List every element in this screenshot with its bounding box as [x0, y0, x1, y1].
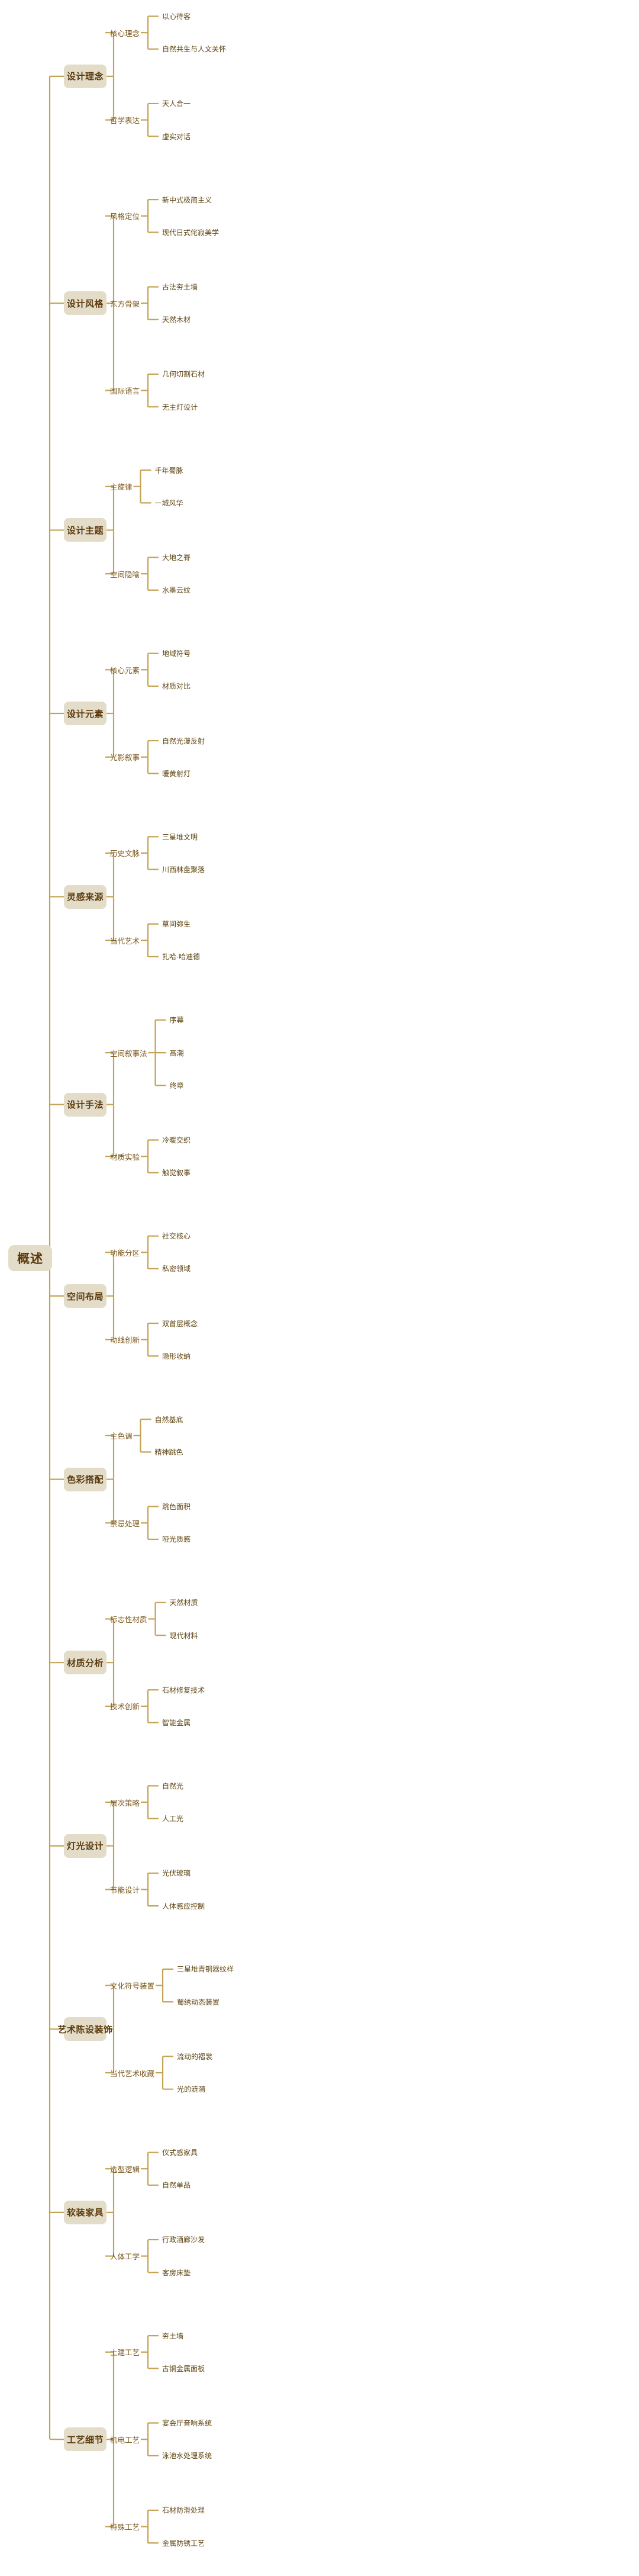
leaf-node[interactable]: 三星堆文明 — [162, 832, 198, 841]
leaf-node[interactable]: 仪式感家具 — [162, 2149, 198, 2157]
leaf-node[interactable]: 天然材质 — [169, 1599, 198, 1607]
leaf-node[interactable]: 一城风华 — [154, 499, 183, 507]
leaf-node[interactable]: 石材修复技术 — [162, 1686, 205, 1694]
branch-node-9[interactable]: 材质分析 — [64, 1651, 106, 1675]
leaf-node[interactable]: 金属防锈工艺 — [162, 2539, 205, 2548]
leaf-node[interactable]: 客房床垫 — [162, 2268, 191, 2277]
leaf-node[interactable]: 冷暖交织 — [162, 1136, 191, 1144]
subbranch-node[interactable]: 当代艺术 — [110, 937, 140, 946]
leaf-node[interactable]: 序幕 — [169, 1016, 184, 1025]
leaf-node[interactable]: 新中式极简主义 — [162, 195, 212, 204]
leaf-node[interactable]: 虚实对话 — [162, 132, 191, 141]
subbranch-node[interactable]: 土建工艺 — [110, 2349, 140, 2358]
leaf-node[interactable]: 川西林盘聚落 — [162, 866, 205, 874]
subbranch-node[interactable]: 空间叙事法 — [110, 1049, 147, 1058]
leaf-node[interactable]: 精神跳色 — [154, 1448, 183, 1457]
subbranch-node[interactable]: 国际语言 — [110, 387, 140, 396]
leaf-node[interactable]: 水墨云纹 — [162, 586, 191, 595]
leaf-node[interactable]: 自然光 — [162, 1781, 184, 1790]
branch-node-13[interactable]: 工艺细节 — [64, 2427, 106, 2452]
subbranch-node[interactable]: 机电工艺 — [110, 2436, 140, 2445]
leaf-node[interactable]: 光伏玻璃 — [162, 1869, 191, 1878]
leaf-node[interactable]: 蜀绣动态装置 — [177, 1998, 220, 2006]
leaf-node[interactable]: 私密领域 — [162, 1265, 191, 1273]
leaf-node[interactable]: 以心待客 — [162, 12, 191, 21]
subbranch-node[interactable]: 选型逻辑 — [110, 2165, 140, 2174]
leaf-node[interactable]: 终章 — [169, 1081, 184, 1090]
leaf-node[interactable]: 夯土墙 — [162, 2331, 184, 2340]
subbranch-node[interactable]: 禁忌处理 — [110, 1519, 140, 1528]
branch-node-10[interactable]: 灯光设计 — [64, 1834, 106, 1858]
leaf-node[interactable]: 双首层概念 — [162, 1319, 198, 1328]
leaf-node[interactable]: 人体感应控制 — [162, 1902, 205, 1911]
leaf-node[interactable]: 流动的褶裳 — [177, 2052, 213, 2061]
subbranch-node[interactable]: 文化符号装置 — [110, 1982, 155, 1991]
leaf-node[interactable]: 大地之脊 — [162, 553, 191, 562]
branch-node-6[interactable]: 设计手法 — [64, 1092, 106, 1117]
branch-node-1[interactable]: 设计理念 — [64, 64, 106, 88]
leaf-node[interactable]: 无主灯设计 — [162, 403, 198, 411]
subbranch-node[interactable]: 层次策略 — [110, 1799, 140, 1808]
leaf-node[interactable]: 自然单品 — [162, 2181, 191, 2190]
leaf-node[interactable]: 现代材料 — [169, 1631, 198, 1640]
branch-node-2[interactable]: 设计风格 — [64, 291, 106, 316]
subbranch-node[interactable]: 主旋律 — [110, 483, 133, 492]
root-node[interactable]: 概述 — [8, 1244, 52, 1271]
leaf-node[interactable]: 石材防滑处理 — [162, 2506, 205, 2515]
leaf-node[interactable]: 自然共生与人文关怀 — [162, 45, 227, 54]
leaf-node[interactable]: 千年蜀脉 — [154, 466, 183, 475]
branch-node-5[interactable]: 灵感来源 — [64, 885, 106, 909]
subbranch-node[interactable]: 主色调 — [110, 1432, 133, 1441]
leaf-node[interactable]: 材质对比 — [162, 682, 191, 691]
subbranch-node[interactable]: 功能分区 — [110, 1249, 140, 1258]
branch-node-7[interactable]: 空间布局 — [64, 1284, 106, 1308]
leaf-node[interactable]: 哑光质感 — [162, 1535, 191, 1544]
leaf-node[interactable]: 高潮 — [169, 1049, 184, 1057]
subbranch-node[interactable]: 技术创新 — [110, 1703, 140, 1712]
subbranch-node[interactable]: 特殊工艺 — [110, 2523, 140, 2532]
branch-node-12[interactable]: 软装家具 — [64, 2200, 106, 2224]
subbranch-node[interactable]: 人体工学 — [110, 2253, 140, 2262]
leaf-node[interactable]: 隐形收纳 — [162, 1352, 191, 1361]
subbranch-node[interactable]: 哲学表达 — [110, 117, 140, 126]
leaf-node[interactable]: 暖黄射灯 — [162, 769, 191, 778]
leaf-node[interactable]: 自然基底 — [154, 1415, 183, 1424]
leaf-node[interactable]: 跳色面积 — [162, 1503, 191, 1511]
leaf-node[interactable]: 行政酒廊沙发 — [162, 2236, 205, 2244]
subbranch-node[interactable]: 历史文脉 — [110, 850, 140, 858]
leaf-node[interactable]: 天然木材 — [162, 316, 191, 324]
leaf-node[interactable]: 智能金属 — [162, 1719, 191, 1727]
leaf-node[interactable]: 草间弥生 — [162, 920, 191, 929]
subbranch-node[interactable]: 核心理念 — [110, 29, 140, 38]
leaf-node[interactable]: 古铜金属面板 — [162, 2364, 205, 2373]
branch-node-8[interactable]: 色彩搭配 — [64, 1467, 106, 1491]
subbranch-node[interactable]: 东方骨架 — [110, 300, 140, 308]
leaf-node[interactable]: 现代日式侘寂美学 — [162, 228, 220, 237]
leaf-node[interactable]: 泳池水处理系统 — [162, 2452, 212, 2461]
leaf-node[interactable]: 地域符号 — [162, 649, 191, 658]
leaf-node[interactable]: 光的涟漪 — [177, 2085, 206, 2094]
leaf-node[interactable]: 社交核心 — [162, 1232, 191, 1241]
leaf-node[interactable]: 古法夯土墙 — [162, 283, 198, 291]
leaf-node[interactable]: 扎哈·哈迪德 — [162, 953, 201, 961]
branch-node-11[interactable]: 艺术陈设装饰 — [58, 2017, 112, 2041]
subbranch-node[interactable]: 标志性材质 — [110, 1615, 147, 1624]
subbranch-node[interactable]: 风格定位 — [110, 213, 140, 221]
subbranch-node[interactable]: 材质实验 — [110, 1153, 140, 1162]
leaf-node[interactable]: 几何切割石材 — [162, 370, 205, 379]
branch-node-4[interactable]: 设计元素 — [64, 702, 106, 725]
subbranch-node[interactable]: 动线创新 — [110, 1336, 140, 1345]
leaf-node[interactable]: 人工光 — [162, 1815, 184, 1824]
subbranch-node[interactable]: 节能设计 — [110, 1886, 140, 1895]
subbranch-node[interactable]: 当代艺术收藏 — [110, 2069, 155, 2078]
branch-node-3[interactable]: 设计主题 — [64, 518, 106, 542]
subbranch-node[interactable]: 核心元素 — [110, 666, 140, 675]
subbranch-node[interactable]: 光影叙事 — [110, 754, 140, 763]
leaf-node[interactable]: 自然光漫反射 — [162, 737, 205, 745]
leaf-node[interactable]: 触觉叙事 — [162, 1169, 191, 1178]
leaf-node[interactable]: 宴会厅音响系统 — [162, 2419, 212, 2428]
subbranch-node[interactable]: 空间隐喻 — [110, 570, 140, 579]
leaf-node[interactable]: 天人合一 — [162, 99, 191, 108]
leaf-node[interactable]: 三星堆青铜器纹样 — [177, 1965, 234, 1974]
